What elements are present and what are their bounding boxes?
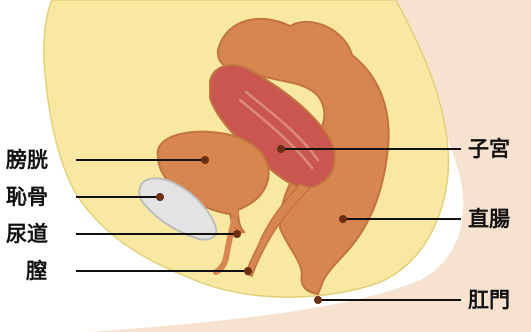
label-uterus: 子宮 <box>468 137 510 161</box>
label-vagina: 膣 <box>26 259 47 283</box>
marker-anus <box>314 296 322 304</box>
marker-pubic-bone <box>156 193 164 201</box>
marker-urethra <box>233 230 241 238</box>
label-rectum: 直腸 <box>468 207 510 231</box>
marker-rectum <box>339 215 347 223</box>
marker-uterus <box>277 145 285 153</box>
marker-bladder <box>201 156 209 164</box>
marker-vagina <box>244 267 252 275</box>
label-bladder: 膀胱 <box>6 148 48 172</box>
label-urethra: 尿道 <box>6 222 48 246</box>
label-pubic-bone: 恥骨 <box>6 185 48 209</box>
label-anus: 肛門 <box>468 288 510 312</box>
